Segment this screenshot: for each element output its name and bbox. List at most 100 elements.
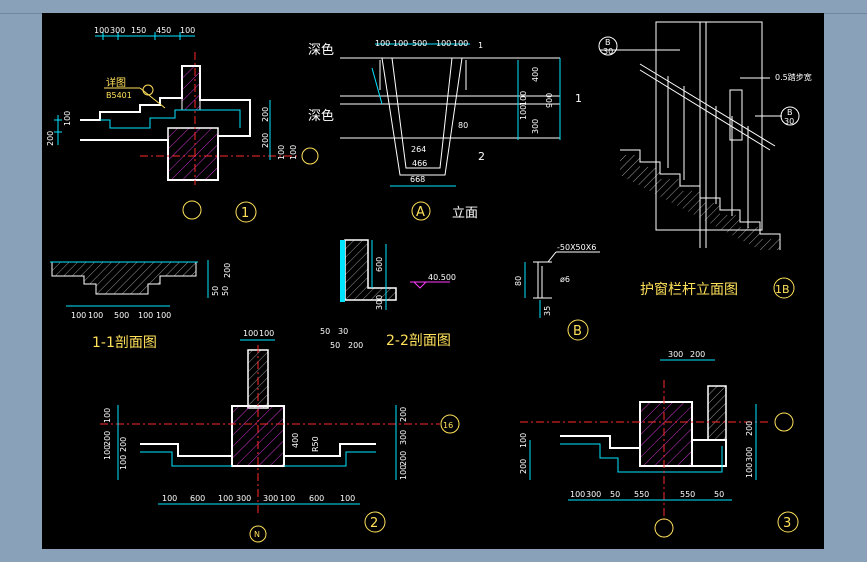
s11-dim-4: 100: [156, 311, 171, 320]
d1-number: 1: [241, 206, 249, 221]
dB-spec: -50X50X6: [557, 243, 596, 252]
d2-rdim-1: 300: [399, 430, 408, 445]
s22-caption: 2-2剖面图: [386, 333, 451, 349]
d1-top-dim-1: 300: [110, 26, 125, 35]
d2-mid-dim: 400: [291, 433, 300, 448]
d3-rdim-1: 300: [745, 447, 754, 462]
dA-label-mid: 深色: [308, 108, 334, 124]
s11-caption: 1-1剖面图: [92, 335, 157, 351]
detail-a-elevation: 深色 深色 100 100 500 100 100 1 400 100 100 …: [308, 39, 582, 221]
d1-left-dim-0: 200: [46, 131, 55, 146]
rail-ref-mid: B: [787, 108, 793, 117]
dB-dim-0: 80: [514, 276, 523, 286]
dA-letter: A: [416, 205, 425, 220]
dA-right-dim-4: 300: [531, 119, 540, 134]
s11-rdim-1: 50: [211, 286, 220, 296]
dA-right-dim-3: 900: [545, 93, 554, 108]
s11-dim-3: 100: [138, 311, 153, 320]
dA-label-top: 深色: [308, 42, 334, 58]
s11-dim-0: 100: [71, 311, 86, 320]
dA-right-dim-0: 400: [531, 67, 540, 82]
d3-number: 3: [783, 516, 791, 531]
dA-top-dim-4: 100: [453, 39, 468, 48]
s11-rdim-0: 200: [223, 263, 232, 278]
dA-right-dim-1: 100: [519, 91, 528, 106]
d1-right-dim-1: 200: [261, 133, 270, 148]
d2-ldim-2: 100: [103, 445, 112, 460]
dA-bottom-dim-2: 668: [410, 175, 425, 184]
d3-ldim-0: 100: [519, 433, 528, 448]
d3-bdim-3: 550: [634, 490, 649, 499]
d3-rdim-0: 200: [745, 421, 754, 436]
d3-rdim-2: 100: [745, 463, 754, 478]
d2-rdim-0: 200: [399, 407, 408, 422]
detail-1: 100 300 150 450 100 200 100 200 200 100 …: [46, 26, 319, 223]
dA-sec2-top: 1: [478, 41, 483, 50]
s22-bdim-2: 50: [330, 341, 340, 350]
s11-dim-1: 100: [88, 311, 103, 320]
s22-vdim-1: 300: [375, 295, 384, 310]
dA-top-dim-0: 100: [375, 39, 390, 48]
dA-top-dim-1: 100: [393, 39, 408, 48]
dA-bottom-dim-0: 264: [411, 145, 426, 154]
d2-axis-n: N: [254, 530, 260, 539]
s22-level: 40.500: [428, 273, 456, 282]
d1-top-dim-2: 150: [131, 26, 146, 35]
d3-top-dim-0: 300: [668, 350, 683, 359]
d2-ldim-4: 100: [119, 455, 128, 470]
s22-bdim-0: 50: [320, 327, 330, 336]
d3-bdim-4: 550: [680, 490, 695, 499]
d2-radius: R50: [311, 436, 320, 452]
dA-sec2-bottom: 2: [478, 150, 485, 163]
s22-bdim-1: 30: [338, 327, 348, 336]
d2-bdim-7: 100: [340, 494, 355, 503]
railing-elevation: 0.5踏步宽 B 30 B 30 护窗栏杆立面图 1B: [598, 21, 812, 299]
d3-ldim-1: 200: [519, 459, 528, 474]
d1-right-dim-0: 200: [261, 107, 270, 122]
d2-bdim-4: 300: [263, 494, 278, 503]
rail-ref-mid-sub: 30: [784, 117, 794, 126]
detail-b: 80 35 -50X50X6 ø6 B: [514, 243, 600, 341]
d2-axis: 16: [443, 421, 453, 430]
section-2-2: 600 300 40.500 50 30 50 200 2-2剖面图: [320, 239, 456, 350]
d2-rdim-2: 200: [399, 451, 408, 466]
d3-bdim-2: 50: [610, 490, 620, 499]
s22-bdim-3: 200: [348, 341, 363, 350]
d3-bdim-0: 100: [570, 490, 585, 499]
d2-bdim-6: 600: [309, 494, 324, 503]
d2-ldim-1: 200: [103, 431, 112, 446]
dA-caption: 立面: [452, 206, 478, 221]
d2-top-dim-0: 100: [243, 329, 258, 338]
dA-sec1-right: 1: [575, 92, 582, 105]
d2-bdim-0: 100: [162, 494, 177, 503]
rail-ref-top: B: [605, 38, 611, 47]
d1-top-dim-3: 450: [156, 26, 171, 35]
d2-number: 2: [370, 516, 378, 531]
d2-bdim-2: 100: [218, 494, 233, 503]
d3-bdim-5: 50: [714, 490, 724, 499]
dB-dia: ø6: [560, 275, 570, 284]
d3-top-dim-1: 200: [690, 350, 705, 359]
dA-angle: 80: [458, 121, 468, 130]
section-1-1: 100 100 500 100 100 200 50 50 1-1剖面图: [50, 260, 232, 351]
d1-right-dim-3: 100: [289, 145, 298, 160]
d2-ldim-3: 200: [119, 437, 128, 452]
dA-right-dim-2: 100: [519, 105, 528, 120]
d2-ldim-0: 100: [103, 408, 112, 423]
d1-left-dim-1: 100: [63, 111, 72, 126]
d1-callout-ref: B5401: [106, 91, 132, 100]
d1-top-dim-4: 100: [180, 26, 195, 35]
d2-bdim-1: 600: [190, 494, 205, 503]
d1-top-dim-0: 100: [94, 26, 109, 35]
d1-callout: 详图: [106, 76, 126, 89]
d1-right-dim-2: 100: [277, 145, 286, 160]
d2-bdim-3: 300: [236, 494, 251, 503]
d2-bdim-5: 100: [280, 494, 295, 503]
rail-note: 0.5踏步宽: [775, 72, 812, 82]
rail-caption: 护窗栏杆立面图: [640, 281, 738, 298]
dA-top-dim-2: 500: [412, 39, 427, 48]
dA-bottom-dim-1: 466: [412, 159, 427, 168]
d2-rdim-3: 100: [399, 465, 408, 480]
s11-dim-2: 500: [114, 311, 129, 320]
